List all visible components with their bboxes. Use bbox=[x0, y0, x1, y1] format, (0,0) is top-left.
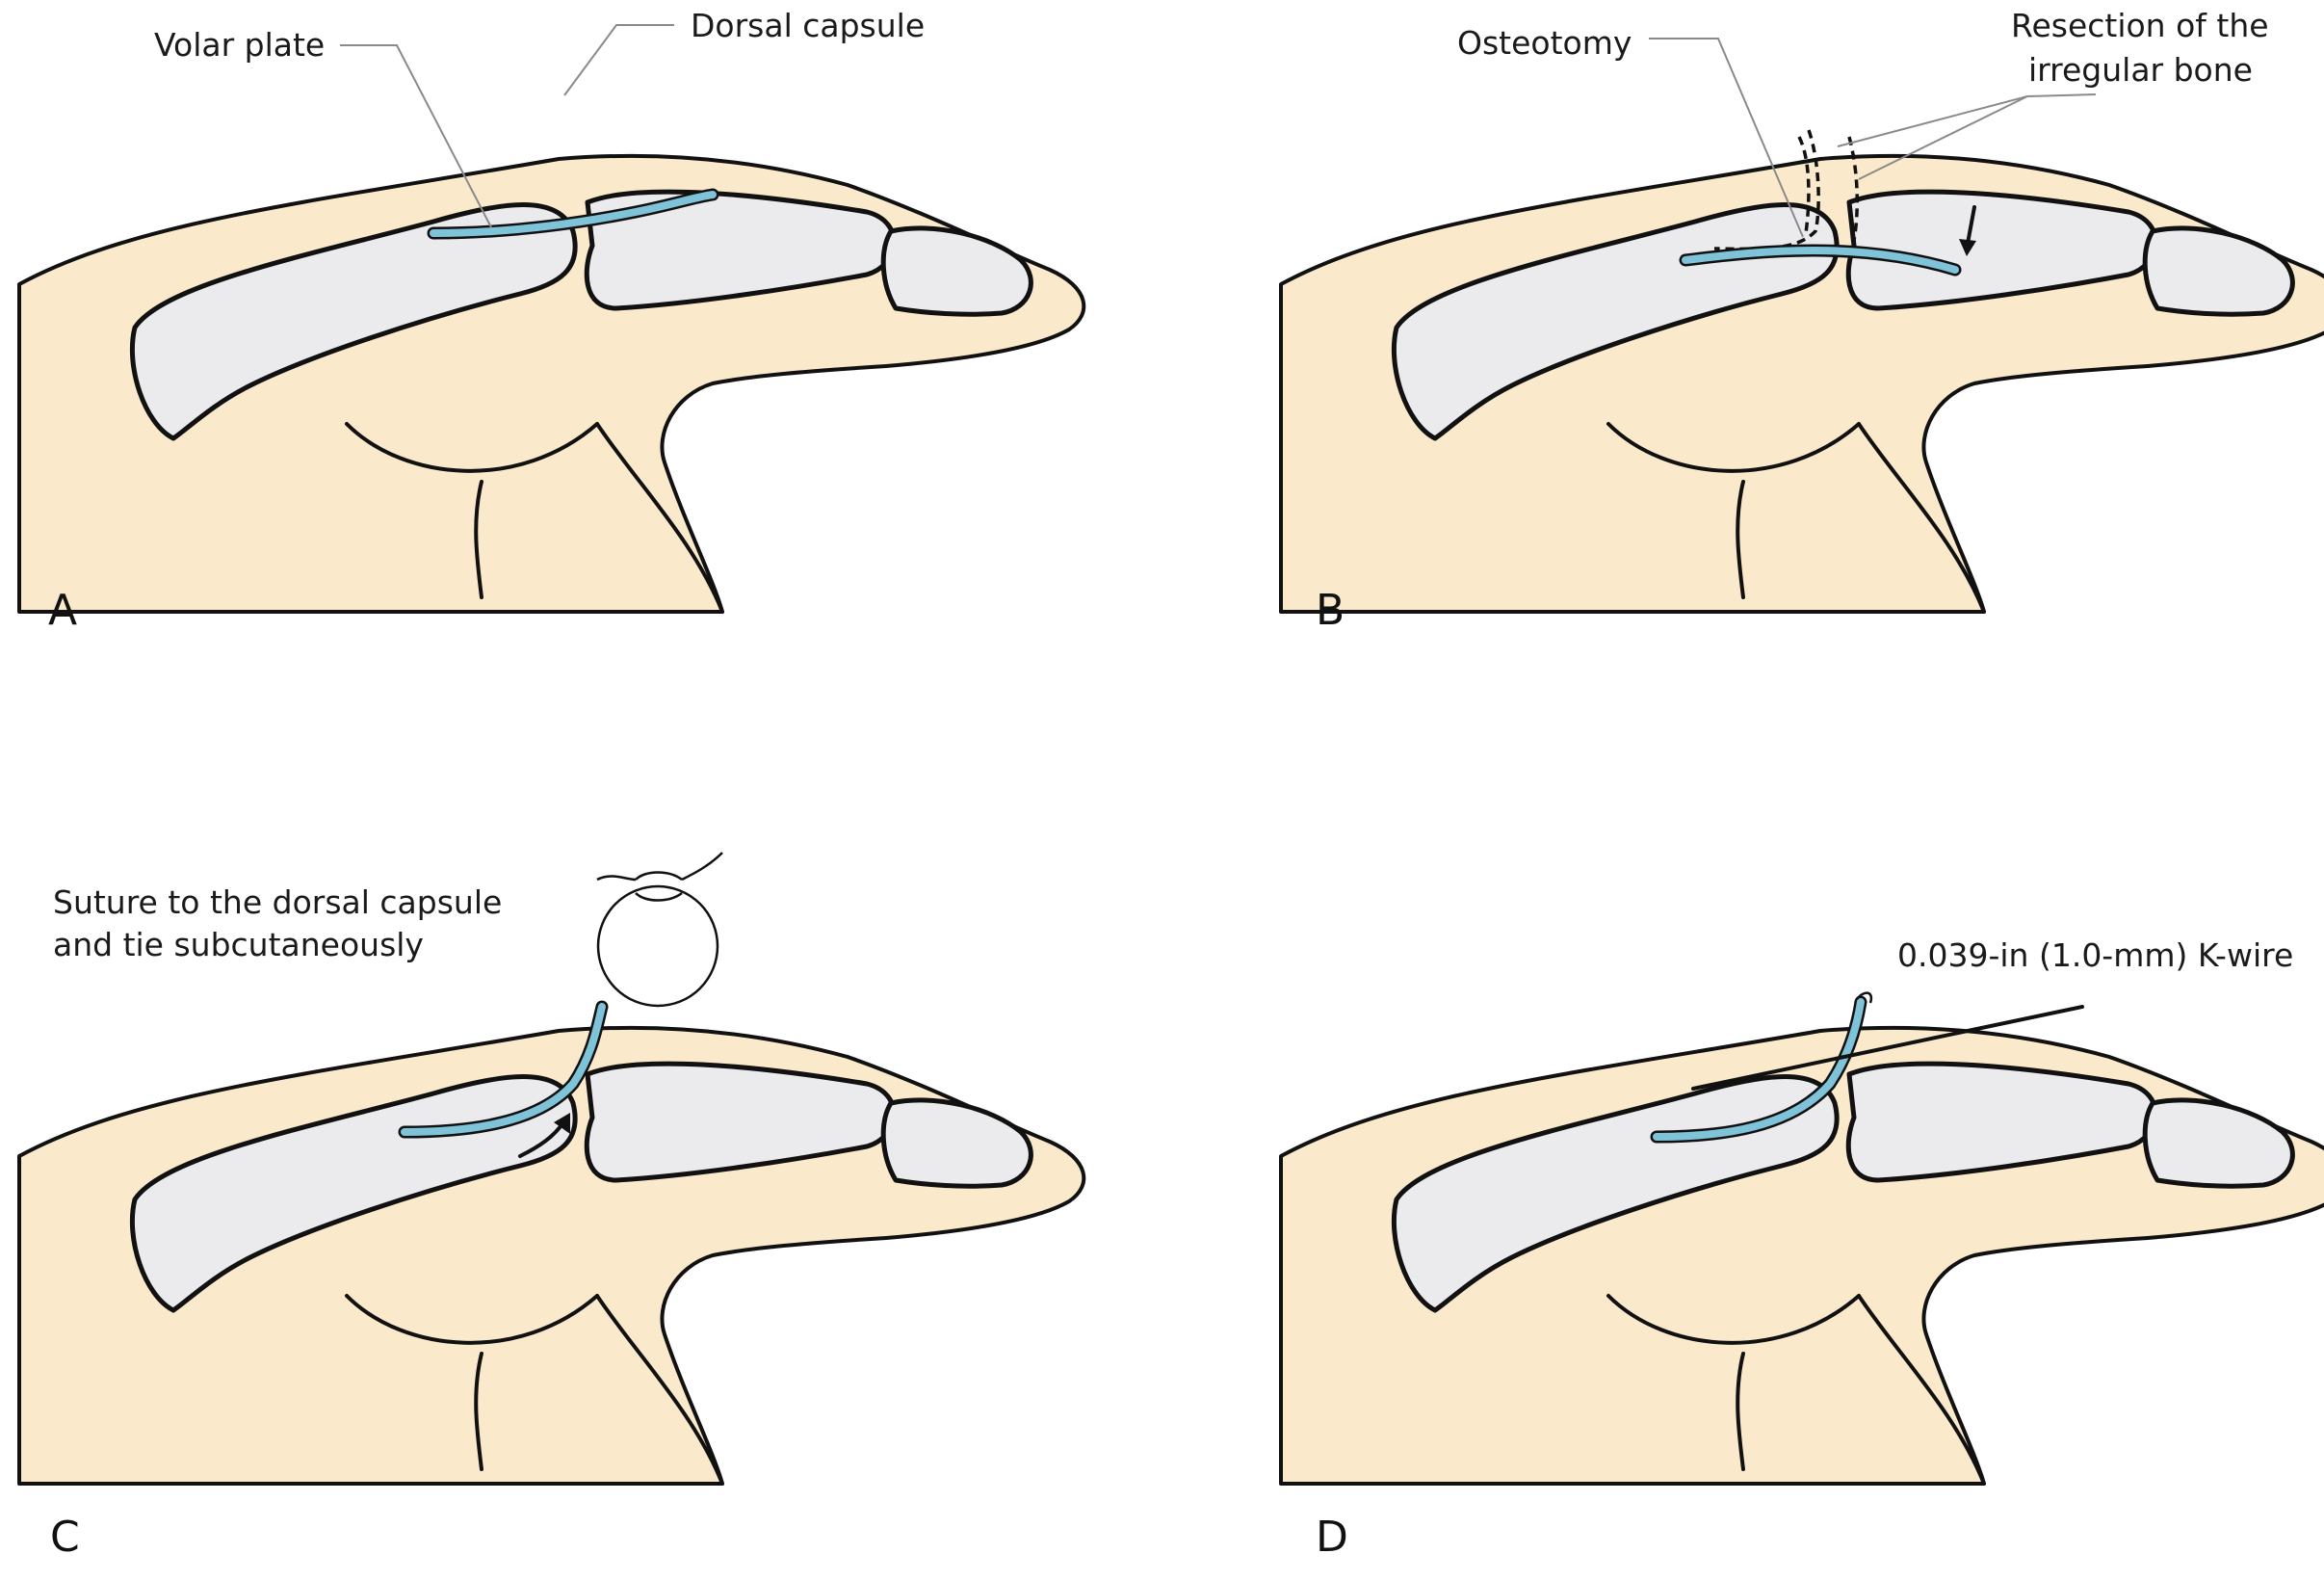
resection-leader-a bbox=[1837, 93, 2097, 147]
dorsal-capsule-leader bbox=[563, 24, 674, 96]
resection-leader-b bbox=[1858, 95, 2028, 180]
suture-label-line1: Suture to the dorsal capsule bbox=[53, 883, 502, 921]
osteotomy-label: Osteotomy bbox=[1457, 24, 1632, 62]
finger-illustration bbox=[17, 153, 1086, 614]
panel-letter-d: D bbox=[1316, 1513, 1348, 1562]
suture-loop bbox=[596, 884, 719, 1008]
resection-label-line2: irregular bone bbox=[2028, 51, 2253, 89]
panel-b: Osteotomy Resection of the irregular bon… bbox=[1279, 7, 2324, 635]
panel-c: Suture to the dorsal capsule and tie sub… bbox=[17, 852, 1086, 1562]
volar-plate-label: Volar plate bbox=[154, 26, 325, 64]
resection-label-line1: Resection of the bbox=[2011, 7, 2269, 44]
resection-line-distal bbox=[1847, 136, 1859, 242]
panel-d: 0.039-in (1.0-mm) K-wire D bbox=[1279, 936, 2324, 1562]
suture-knot bbox=[635, 871, 683, 902]
panel-letter-b: B bbox=[1316, 586, 1345, 635]
dorsal-capsule-label: Dorsal capsule bbox=[691, 7, 925, 44]
k-wire bbox=[1691, 1005, 2084, 1091]
finger-illustration bbox=[1279, 991, 2324, 1486]
panel-letter-a: A bbox=[48, 586, 77, 635]
osteotomy-dashed-line bbox=[1713, 129, 1820, 251]
volar-plate-leader bbox=[340, 44, 492, 228]
suture-label-line2: and tie subcutaneously bbox=[53, 926, 424, 963]
osteotomy-leader bbox=[1649, 38, 1804, 238]
finger-illustration bbox=[17, 852, 1086, 1486]
k-wire-label: 0.039-in (1.0-mm) K-wire bbox=[1897, 936, 2293, 974]
finger-illustration bbox=[1279, 129, 2324, 614]
panel-a: Volar plate Dorsal capsule A bbox=[17, 7, 1086, 635]
resection-line-proximal bbox=[1797, 136, 1811, 234]
panel-letter-c: C bbox=[50, 1513, 80, 1562]
